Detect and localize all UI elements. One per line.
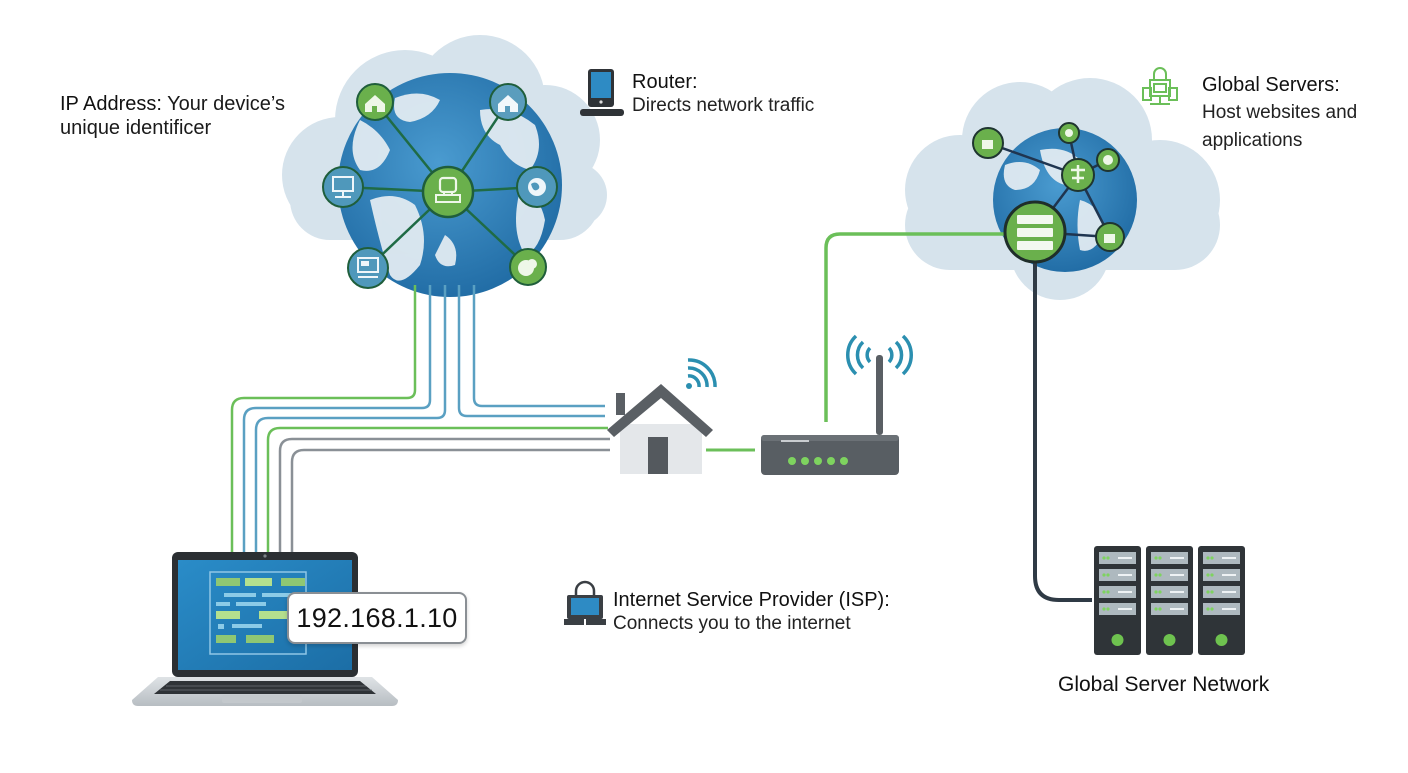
node-home-green: [356, 83, 394, 121]
node-hub: [1061, 158, 1095, 192]
global-servers-label-icon: [1142, 67, 1178, 105]
router-led: [814, 457, 822, 465]
node-package-bottom: [1095, 222, 1125, 252]
router-desc: Directs network traffic: [632, 95, 815, 117]
server-slot: [1099, 603, 1136, 615]
ip-address-badge: 192.168.1.10: [287, 592, 467, 644]
cable-blue-4: [472, 285, 605, 408]
server-unit: [1146, 546, 1193, 655]
node-server-main: [1003, 200, 1067, 264]
global-server-network-label: Global Server Network: [1058, 673, 1270, 696]
node-small-top: [1058, 122, 1080, 144]
cable-bundle: [230, 285, 610, 552]
cable-blue-2: [254, 285, 447, 552]
cable-server-node-to-rack: [1033, 258, 1092, 602]
cable-gray-2: [290, 448, 610, 552]
node-home-blue: [489, 83, 527, 121]
cable-gray-1: [278, 437, 610, 552]
screen-blocks: [216, 578, 305, 643]
router-icon: [438, 176, 458, 194]
cable-blue-3: [457, 285, 605, 418]
node-router-center: [421, 165, 475, 219]
ip-address-title: IP Address:: [60, 93, 162, 115]
laptop-keyboard: [154, 681, 376, 694]
ip-address-desc-line2: unique identificer: [60, 117, 212, 140]
server-power-led: [1215, 634, 1228, 646]
server-slot: [1203, 552, 1240, 564]
router-title: Router:: [632, 71, 698, 93]
node-globe-right: [516, 166, 558, 208]
wifi-signal-router: [846, 334, 913, 376]
isp-desc: Connects you to the internet: [613, 613, 851, 635]
cable-green-2: [266, 426, 608, 552]
router-status-leds: [788, 457, 848, 465]
house-icon: [607, 384, 713, 474]
global-servers-desc-line2: applications: [1202, 129, 1303, 151]
server-slot: [1151, 569, 1188, 581]
server-rack: [1094, 546, 1245, 655]
global-servers-desc-line1: Host websites and: [1202, 102, 1358, 124]
router-antenna: [876, 355, 883, 435]
isp-title: Internet Service Provider (ISP):: [613, 589, 890, 611]
wifi-icon-house: [686, 358, 717, 389]
server-slot: [1203, 569, 1240, 581]
router-led: [827, 457, 835, 465]
home-icon: [498, 95, 518, 112]
ip-address-label: IP Address: Your device’s unique identif…: [60, 92, 285, 141]
isp-label: Internet Service Provider (ISP): Connect…: [613, 588, 890, 636]
node-terminal-bottom-left: [347, 247, 389, 289]
server-unit: [1094, 546, 1141, 655]
global-servers-title: Global Servers:: [1202, 74, 1340, 96]
node-small-right: [1096, 148, 1120, 172]
server-slot: [1203, 586, 1240, 598]
server-slot: [1099, 569, 1136, 581]
server-slot: [1151, 586, 1188, 598]
node-cloud-bottom-right: [509, 248, 547, 286]
package-icon: [982, 140, 993, 149]
server-slot: [1203, 603, 1240, 615]
laptop-trackpad: [222, 695, 302, 703]
router-led: [788, 457, 796, 465]
server-slot: [1151, 603, 1188, 615]
server-unit: [1198, 546, 1245, 655]
server-slot: [1099, 552, 1136, 564]
globe-icon: [1103, 155, 1113, 165]
node-package-top: [972, 127, 1004, 159]
router-label: Router: Directs network traffic: [632, 70, 814, 118]
node-computer-left: [322, 166, 364, 208]
monitor-icon: [357, 257, 379, 273]
server-slot: [1151, 552, 1188, 564]
cable-router-to-server-node: [824, 232, 1005, 422]
server-slot: [1099, 586, 1136, 598]
router-label-icon: [580, 69, 624, 116]
server-icon: [1017, 215, 1053, 224]
cloud-icon: [1065, 129, 1073, 137]
cable-blue-1: [242, 285, 432, 552]
cable-green-1: [230, 285, 417, 552]
router-led: [840, 457, 848, 465]
router-led: [801, 457, 809, 465]
global-servers-label: Global Servers: Host websites and applic…: [1202, 73, 1357, 152]
ip-address-desc: Your device’s: [161, 93, 285, 115]
server-power-led: [1163, 634, 1176, 646]
home-icon: [365, 95, 385, 112]
package-icon: [1104, 234, 1115, 243]
isp-label-icon: [564, 580, 606, 625]
server-power-led: [1111, 634, 1124, 646]
network-hub-icon: [1071, 165, 1085, 183]
router-device: [761, 355, 899, 475]
